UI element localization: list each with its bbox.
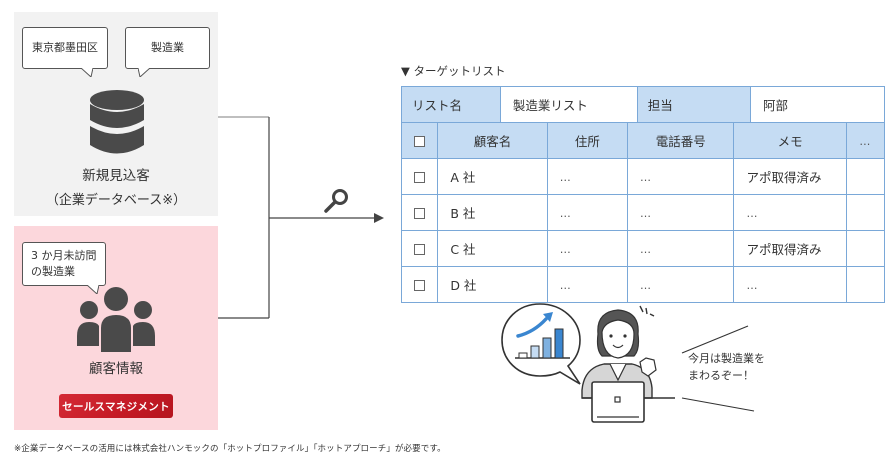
cell-customer-name: D 社 — [437, 266, 548, 303]
cell-customer-name: A 社 — [437, 158, 548, 195]
database-icon — [90, 90, 144, 154]
table-row[interactable]: A 社 … … アポ取得済み — [400, 158, 886, 195]
column-header-customer[interactable]: 顧客名 — [437, 122, 548, 159]
businesswoman-illustration — [501, 303, 675, 423]
list-name-label: リスト名 — [401, 86, 501, 123]
row-checkbox[interactable] — [400, 158, 439, 195]
more-columns-icon: … — [859, 135, 872, 148]
row-checkbox[interactable] — [400, 230, 439, 267]
list-header-row: 顧客名 住所 電話番号 メモ … — [400, 122, 886, 159]
cell-address: … — [546, 230, 628, 267]
magnifier-icon — [324, 189, 348, 213]
checkbox-icon — [414, 280, 426, 291]
cell-memo: … — [733, 194, 847, 231]
column-header-address[interactable]: 住所 — [546, 122, 628, 159]
cell-phone: … — [626, 266, 735, 303]
speech-text: 今月は製造業を まわるぞー！ — [688, 350, 765, 384]
row-checkbox[interactable] — [400, 194, 439, 231]
column-header-more[interactable]: … — [845, 122, 886, 159]
cell-customer-name: B 社 — [437, 194, 548, 231]
cell-phone: … — [626, 230, 735, 267]
people-group-icon — [77, 287, 155, 352]
checkbox-icon — [414, 172, 426, 183]
cell-phone: … — [626, 194, 735, 231]
checkbox-icon — [414, 208, 426, 219]
cell-memo: アポ取得済み — [733, 230, 847, 267]
table-row[interactable]: B 社 … … … — [400, 194, 886, 231]
column-header-phone[interactable]: 電話番号 — [626, 122, 735, 159]
database-sublabel: （企業データベース※） — [45, 193, 187, 208]
bubble-tail-icon — [87, 285, 99, 294]
target-list-title: ▼ ターゲットリスト — [401, 64, 506, 78]
cell-address: … — [546, 194, 628, 231]
owner-value[interactable]: 阿部 — [750, 86, 885, 123]
filter-bubble-area: 東京都墨田区 — [22, 27, 108, 77]
filter-bubble-unvisited: 3 か月未訪問 の製造業 — [22, 242, 106, 294]
checkbox-icon — [414, 136, 426, 147]
cell-phone: … — [626, 158, 735, 195]
select-all-checkbox[interactable] — [400, 122, 439, 159]
filter-area-text: 東京都墨田区 — [32, 41, 98, 55]
cell-extra — [845, 266, 886, 303]
speech-line-2: まわるぞー！ — [688, 369, 754, 383]
owner-label: 担当 — [636, 86, 752, 123]
cell-customer-name: C 社 — [437, 230, 548, 267]
database-label: 新規見込客 — [82, 168, 150, 184]
database-source-panel: 東京都墨田区 製造業 新規見込客 （企業データベース※） — [14, 12, 218, 216]
table-row[interactable]: C 社 … … アポ取得済み — [400, 230, 886, 267]
thought-bubble — [501, 303, 581, 385]
cell-memo: アポ取得済み — [733, 158, 847, 195]
checkbox-icon — [414, 244, 426, 255]
bubble-tail-icon — [138, 68, 150, 77]
filter-unvisited-line2: の製造業 — [31, 265, 75, 278]
column-header-memo[interactable]: メモ — [733, 122, 847, 159]
filter-unvisited-line1: 3 か月未訪問 — [31, 249, 97, 263]
sales-management-button[interactable]: セールスマネジメント — [59, 394, 173, 418]
list-name-value[interactable]: 製造業リスト — [499, 86, 638, 123]
row-checkbox[interactable] — [400, 266, 439, 303]
speech-line-1: 今月は製造業を — [688, 352, 765, 365]
cell-address: … — [546, 158, 628, 195]
cell-extra — [845, 230, 886, 267]
target-list-table: リスト名 製造業リスト 担当 阿部 顧客名 住所 電話番号 メモ … A 社 …… — [400, 86, 886, 303]
rising-bar-chart-icon — [515, 312, 570, 359]
footnote: ※企業データベースの活用には株式会社ハンモックの「ホットプロファイル」「ホットア… — [14, 444, 446, 454]
customer-info-label: 顧客情報 — [89, 361, 143, 377]
arrow-right-icon — [374, 213, 384, 223]
bubble-tail-icon — [81, 68, 93, 77]
table-row[interactable]: D 社 … … … — [400, 266, 886, 303]
laptop-icon — [582, 381, 675, 423]
speech-emphasis-lines — [681, 325, 755, 412]
list-meta-row: リスト名 製造業リスト 担当 阿部 — [401, 86, 885, 123]
customer-source-panel: 3 か月未訪問 の製造業 顧客情報 セールスマネジメント — [14, 226, 218, 430]
filter-industry-text: 製造業 — [151, 41, 184, 55]
cell-address: … — [546, 266, 628, 303]
cell-memo: … — [733, 266, 847, 303]
cell-extra — [845, 158, 886, 195]
cell-extra — [845, 194, 886, 231]
filter-bubble-industry: 製造業 — [125, 27, 210, 77]
